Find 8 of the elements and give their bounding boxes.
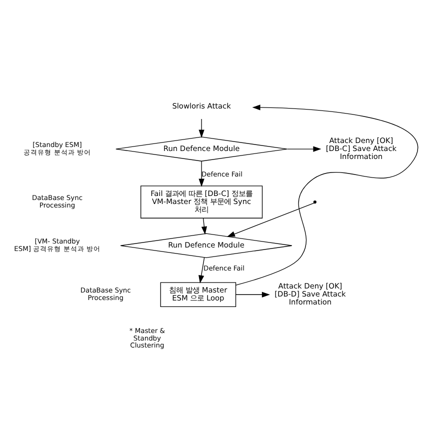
arrow: [235, 104, 418, 285]
arrow: [286, 146, 322, 152]
arrow: [198, 160, 204, 186]
arrow: [198, 256, 205, 283]
arrow: [201, 217, 207, 234]
arrow: [226, 202, 314, 236]
arrow: [198, 118, 204, 138]
arrow: [235, 291, 270, 297]
